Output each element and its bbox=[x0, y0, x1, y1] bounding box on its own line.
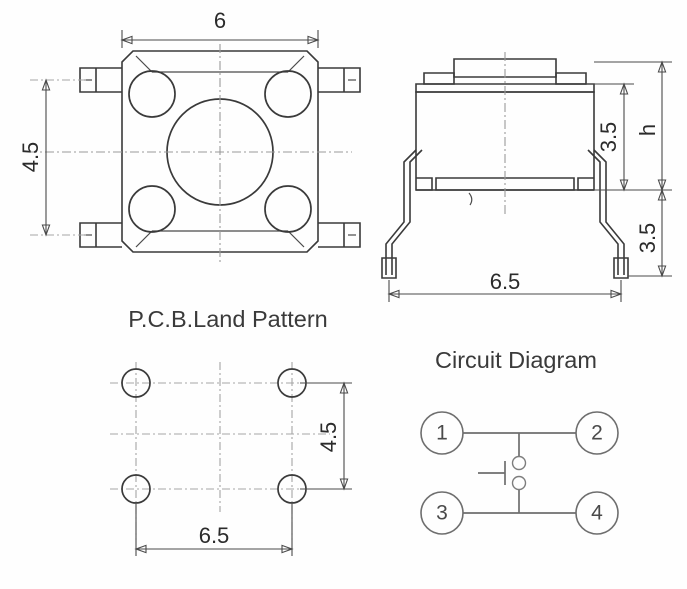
circuit-contact-lower bbox=[511, 475, 527, 491]
side-view-lead-right bbox=[587, 149, 625, 275]
top-view-lead-span-label: 4.5 bbox=[18, 142, 43, 173]
side-view-lead-length-label: 3.5 bbox=[635, 223, 660, 254]
top-view-lead-left-bottom bbox=[79, 222, 122, 248]
side-view-base bbox=[435, 177, 575, 191]
side-view-break-symbol bbox=[468, 192, 473, 206]
land-pitch-y-label: 4.5 bbox=[316, 422, 341, 453]
side-view-lead-left-tip bbox=[381, 257, 397, 279]
side-view bbox=[381, 52, 672, 302]
side-view-overall-height-label: h bbox=[635, 124, 660, 136]
side-view-body-height-dimension bbox=[619, 82, 629, 192]
top-view-corner-circle-tr bbox=[264, 70, 312, 118]
pcb-land-pattern-caption: P.C.B.Land Pattern bbox=[128, 306, 327, 332]
top-view-corner-circle-br bbox=[264, 185, 312, 233]
side-view-shoulder-left bbox=[423, 72, 455, 85]
side-view-body-height-label: 3.5 bbox=[596, 122, 621, 153]
side-view-lead-length-dimension bbox=[657, 188, 667, 278]
top-view-width-dimension bbox=[120, 30, 320, 48]
circuit-terminal-1-label: 1 bbox=[436, 422, 448, 445]
pcb-land-pattern-view bbox=[110, 362, 352, 556]
side-view-lead-left bbox=[385, 149, 423, 275]
circuit-diagram-caption: Circuit Diagram bbox=[435, 347, 597, 373]
top-view-lead-span-dimension bbox=[30, 78, 86, 237]
top-view bbox=[28, 30, 361, 262]
top-view-lead-right-bottom bbox=[318, 222, 361, 248]
top-view-body-outline bbox=[121, 50, 319, 253]
circuit-terminal-2-label: 2 bbox=[591, 422, 603, 445]
land-pitch-x-dimension bbox=[134, 504, 294, 556]
side-view-extension-lines bbox=[586, 61, 672, 277]
circuit-terminal-3-label: 3 bbox=[436, 502, 448, 525]
top-view-corner-circle-tl bbox=[128, 70, 176, 118]
circuit-diagram-view bbox=[420, 411, 619, 535]
land-pitch-x-label: 6.5 bbox=[199, 523, 230, 548]
land-hole-bl bbox=[121, 474, 151, 504]
circuit-contact-upper bbox=[511, 455, 527, 471]
side-view-shoulder-right bbox=[555, 72, 587, 85]
side-view-lead-right-tip bbox=[613, 257, 629, 279]
land-pitch-y-dimension bbox=[300, 381, 352, 491]
circuit-terminal-4-label: 4 bbox=[591, 502, 603, 525]
side-view-notch-left bbox=[416, 177, 433, 191]
top-view-width-label: 6 bbox=[214, 8, 226, 33]
top-view-lead-right-top bbox=[318, 67, 361, 93]
top-view-corner-circle-bl bbox=[128, 185, 176, 233]
side-view-lead-pitch-label: 6.5 bbox=[490, 269, 521, 294]
side-view-lead-pitch-dimension bbox=[387, 280, 623, 302]
top-view-lead-left-top bbox=[79, 67, 122, 93]
land-hole-tl bbox=[121, 368, 151, 398]
side-view-notch-right bbox=[577, 177, 594, 191]
side-view-overall-height-dimension bbox=[657, 60, 667, 192]
